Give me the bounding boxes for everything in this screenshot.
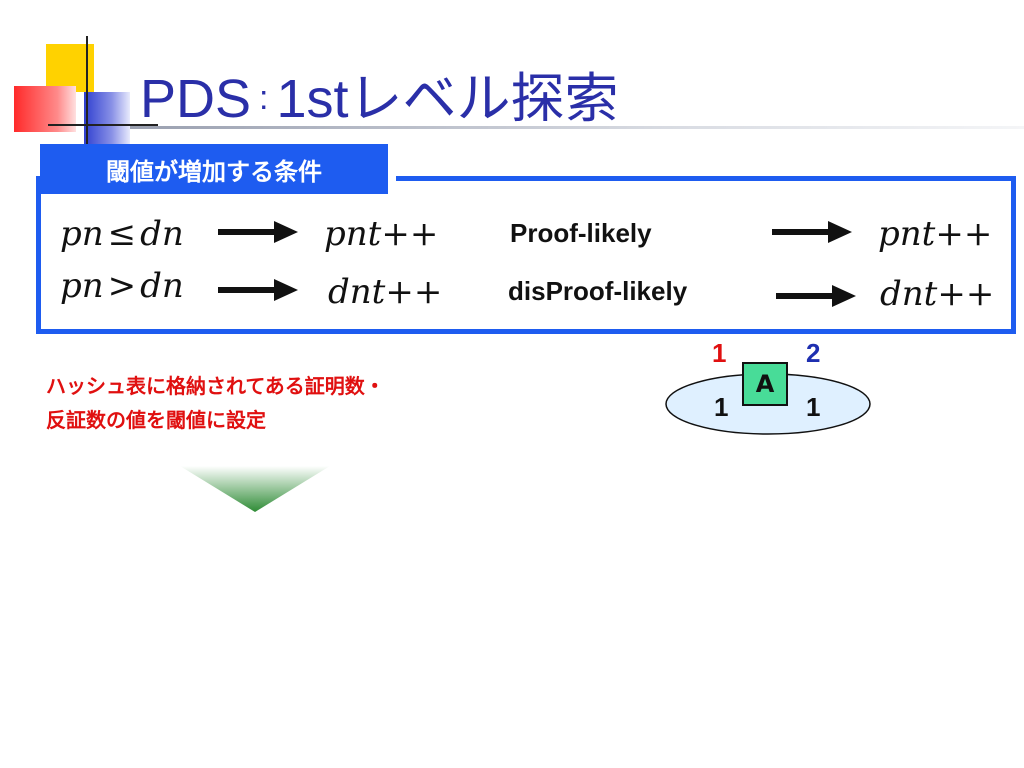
node-top-left-number: 1: [712, 338, 727, 368]
title-subtitle: 1stレベル探索: [276, 69, 619, 129]
decor-blue-square: [84, 92, 130, 148]
condition-header: 閾値が増加する条件: [40, 144, 396, 194]
row1-strategy: Proof-likely: [510, 218, 652, 248]
row2-strategy: disProof-likely: [508, 276, 688, 306]
node-top-right-number: 2: [806, 338, 821, 368]
node-bottom-left-number: 1: [714, 392, 729, 422]
row2-rhs: dn: [140, 266, 184, 306]
arrow-right-icon: [218, 279, 298, 301]
row2-strategy-result: dnt++: [880, 274, 995, 314]
title-separator: :: [259, 79, 269, 117]
down-arrow-icon: [180, 466, 330, 512]
row2-lhs: pn: [60, 266, 104, 306]
arrow-right-icon: [218, 221, 298, 243]
row1-lhs: pn: [60, 214, 104, 254]
title-underline: [130, 126, 1024, 129]
condition-row-1-inequality: pn≤dn: [60, 214, 184, 254]
decor-vertical-line: [86, 36, 88, 146]
row1-rhs: dn: [140, 214, 184, 254]
arrow-right-icon: [772, 221, 852, 243]
note-line-1: ハッシュ表に格納されてある証明数・: [46, 374, 385, 398]
row1-result: pnt++: [324, 214, 439, 254]
slide-title: PDS:1stレベル探索: [140, 54, 619, 133]
condition-row-2-inequality: pn>dn: [60, 266, 184, 306]
note-line-2: 反証数の値を閾値に設定: [46, 408, 266, 432]
node-bottom-right-number: 1: [806, 392, 821, 422]
condition-box: [36, 176, 1016, 334]
row2-result: dnt++: [328, 272, 443, 312]
row2-op: >: [107, 266, 137, 306]
title-main: PDS: [140, 69, 252, 129]
decor-horizontal-line: [48, 124, 158, 126]
row1-strategy-result: pnt++: [878, 214, 993, 254]
node-box: A: [742, 362, 788, 406]
arrow-right-icon: [776, 285, 856, 307]
row1-op: ≤: [107, 214, 137, 254]
